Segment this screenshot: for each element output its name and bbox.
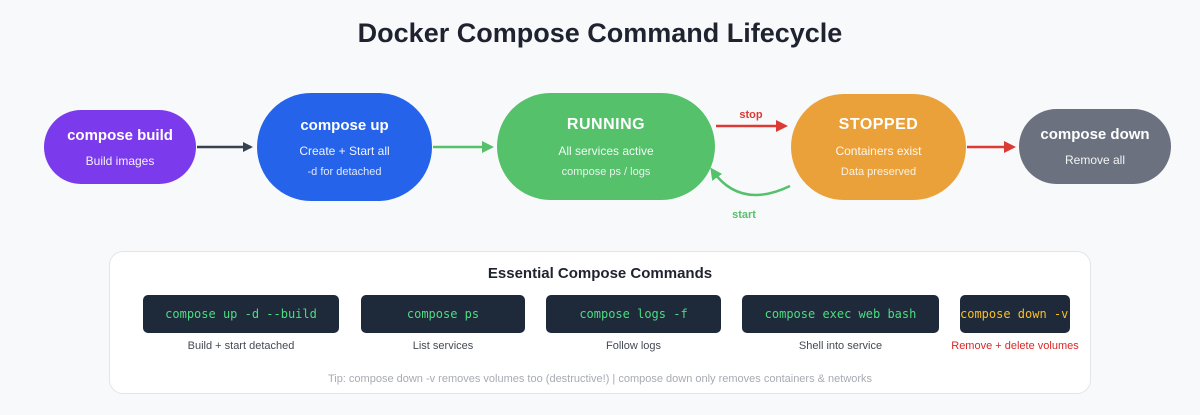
command-box: compose logs -f <box>546 295 721 333</box>
command-desc: Build + start detached <box>187 340 295 352</box>
command-box: compose ps <box>361 295 525 333</box>
node-subtitle: Create + Start all <box>299 143 390 158</box>
node-compose-build: compose build Build images <box>44 110 196 184</box>
node-note: compose ps / logs <box>561 165 651 178</box>
node-note: -d for detached <box>307 165 382 178</box>
node-stopped: STOPPED Containers exist Data preserved <box>791 94 966 200</box>
arrow-start <box>710 167 791 197</box>
node-subtitle: Containers exist <box>835 144 922 158</box>
commands-panel: Essential Compose Commands compose up -d… <box>109 251 1091 394</box>
command-desc-destructive: Remove + delete volumes <box>951 340 1079 352</box>
node-title: compose down <box>1040 126 1150 143</box>
node-title: RUNNING <box>566 115 646 133</box>
node-note: Data preserved <box>840 166 917 178</box>
command-box: compose up -d --build <box>143 295 339 333</box>
command-box-destructive: compose down -v <box>960 295 1070 333</box>
node-subtitle: Remove all <box>1064 153 1126 167</box>
node-title: compose up <box>300 116 389 134</box>
stop-label: stop <box>739 109 763 121</box>
node-subtitle: All services active <box>558 143 654 158</box>
command-box: compose exec web bash <box>742 295 939 333</box>
node-subtitle: Build images <box>85 153 155 168</box>
node-title: STOPPED <box>838 116 919 133</box>
node-title: compose build <box>67 126 173 144</box>
panel-title: Essential Compose Commands <box>487 265 713 282</box>
start-label: start <box>732 209 756 221</box>
command-desc: Shell into service <box>798 340 883 352</box>
command-desc: List services <box>412 340 474 352</box>
command-desc: Follow logs <box>605 340 662 352</box>
diagram-title: Docker Compose Command Lifecycle <box>357 18 843 48</box>
node-compose-down: compose down Remove all <box>1019 109 1171 184</box>
node-compose-up: compose up Create + Start all -d for det… <box>257 93 432 201</box>
node-running: RUNNING All services active compose ps /… <box>497 93 715 200</box>
tip-text: Tip: compose down -v removes volumes too… <box>327 373 873 385</box>
